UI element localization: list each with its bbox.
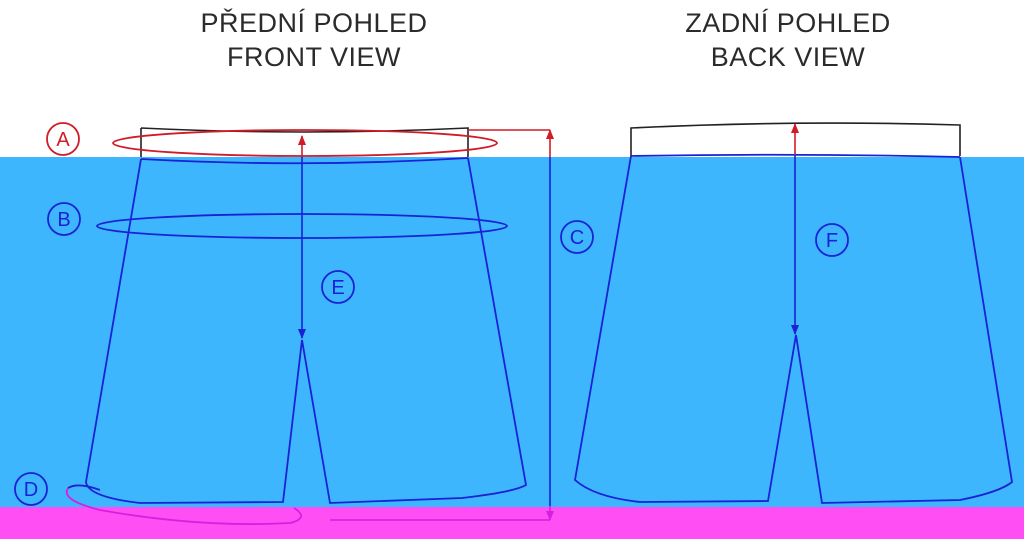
marker-a-circle [46, 122, 80, 156]
marker-d-label: D [24, 479, 38, 501]
front-leg-outline [85, 157, 527, 504]
top-background [0, 0, 1024, 157]
marker-e-label: E [331, 277, 344, 299]
front-waistband-seam [140, 157, 469, 165]
marker-c-label: C [570, 227, 584, 249]
measurement-e: E [298, 135, 355, 339]
marker-b-circle [47, 202, 81, 236]
back-view-title: ZADNÍ POHLED BACK VIEW [638, 6, 938, 74]
measurement-f: F [791, 123, 849, 335]
front-view-title: PŘEDNÍ POHLED FRONT VIEW [164, 6, 464, 74]
measurement-d: D [14, 472, 302, 525]
bottom-background [0, 507, 1024, 539]
back-leg-outline [574, 155, 1013, 504]
front-waistband [140, 127, 469, 157]
marker-f-label: F [826, 230, 838, 252]
front-view-shorts [85, 127, 527, 504]
front-view-title-cs: PŘEDNÍ POHLED [200, 8, 428, 38]
marker-e-circle [321, 270, 355, 304]
leg-opening-ellipse [65, 487, 302, 525]
marker-f-circle [815, 223, 849, 257]
measurement-a: A [46, 122, 498, 157]
measurement-c: C [330, 129, 594, 521]
front-view-title-en: FRONT VIEW [226, 42, 401, 72]
leg-opening-ellipse-top [67, 484, 101, 491]
marker-b-label: B [57, 209, 70, 231]
back-view-title-en: BACK VIEW [710, 42, 866, 72]
measurement-b: B [47, 202, 508, 239]
marker-c-circle [560, 220, 594, 254]
middle-background [0, 157, 1024, 507]
waist-measure-ellipse [112, 129, 498, 157]
back-view-title-cs: ZADNÍ POHLED [685, 8, 891, 38]
back-view-shorts [574, 122, 1013, 504]
marker-a-label: A [56, 129, 70, 151]
marker-d-circle [14, 472, 48, 506]
